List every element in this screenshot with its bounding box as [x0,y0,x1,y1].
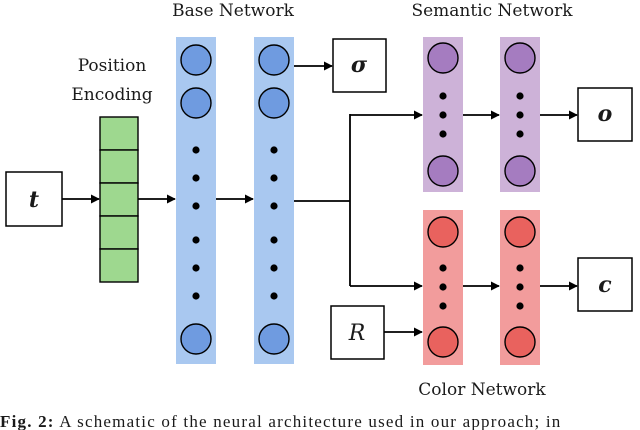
base-network-label: Base Network [172,1,294,21]
neuron [180,87,212,119]
position-encoding-label-line1: Position [78,56,147,76]
ellipsis-dot [270,236,278,244]
base-network-column-1 [176,37,216,364]
encoding-cell [99,149,139,184]
ellipsis-dot [192,236,200,244]
connections [62,61,578,337]
sigma-symbol: σ [351,52,368,78]
semantic-network-nodes [427,42,536,187]
neuron [504,155,536,187]
ellipsis-dot [270,292,278,300]
ellipsis-dot [439,130,447,138]
o-symbol: o [598,101,613,127]
neuron [180,323,212,355]
ellipsis-dot [270,174,278,182]
neuron [258,44,290,76]
figure-caption-text: A schematic of the neural architecture u… [59,412,562,430]
position-encoding-label-line2: Encoding [71,85,152,105]
r-symbol: R [348,321,366,346]
ellipsis-dot [516,130,524,138]
encoding-cell [99,182,139,217]
ellipsis-dot [516,264,524,272]
c-symbol: c [598,272,612,298]
neuron [258,323,290,355]
ellipsis-dot [270,264,278,272]
ellipsis-dot [516,92,524,100]
neuron [504,42,536,74]
neuron [427,42,459,74]
neuron [504,216,536,248]
neuron [427,326,459,358]
ellipsis-dot [192,146,200,154]
color-network-label: Color Network [418,380,546,400]
neuron [427,155,459,187]
input-t-box [5,171,63,227]
ellipsis-dot [439,283,447,291]
input-t-symbol: t [29,187,39,213]
neuron [180,44,212,76]
neuron [504,326,536,358]
ellipsis-dot [516,302,524,310]
ellipsis-dot [270,146,278,154]
semantic-network-label: Semantic Network [411,1,573,21]
base-network-column-2 [254,37,294,364]
encoding-cell [99,248,139,283]
ellipsis-dot [439,92,447,100]
ellipsis-dot [439,302,447,310]
ellipsis-dot [270,202,278,210]
ellipsis-dot [439,111,447,119]
ellipsis-dot [192,202,200,210]
o-output-box [577,87,633,142]
ellipsis-dot [192,292,200,300]
base-network-nodes [180,44,290,355]
neuron [427,216,459,248]
sigma-output-box [332,38,387,93]
ellipsis-dot [192,264,200,272]
ellipsis-dot [192,174,200,182]
ellipsis-dot [439,264,447,272]
r-input-box [330,305,385,360]
color-network-nodes [427,216,536,358]
ellipsis-dot [516,283,524,291]
neuron [258,87,290,119]
ellipsis-dot [516,111,524,119]
encoding-cell [99,215,139,250]
c-output-box [577,257,633,312]
encoding-cell [99,116,139,151]
figure-caption-label: Fig. 2: [0,412,55,430]
position-encoding-stack [99,116,139,283]
figure-caption: Fig. 2: A schematic of the neural archit… [0,412,640,430]
